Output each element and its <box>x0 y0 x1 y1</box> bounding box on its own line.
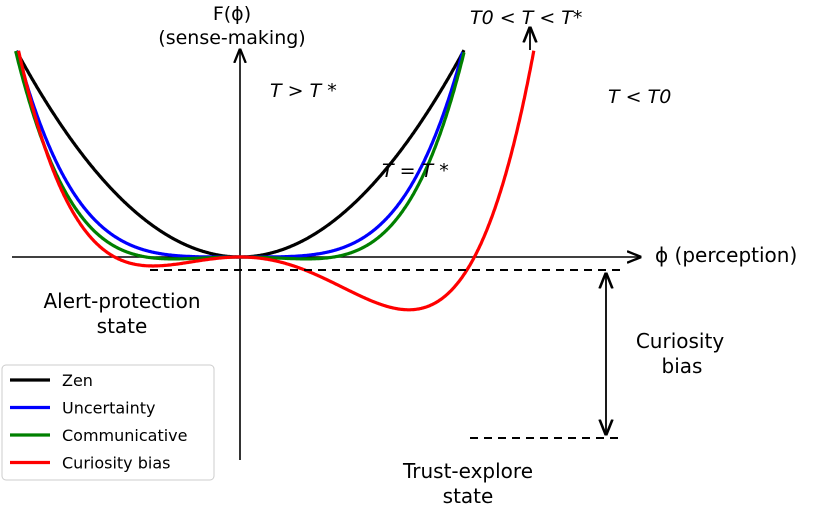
curiosity-bias-label-line1: Curiosity <box>636 329 724 353</box>
y-axis-label-line2: (sense-making) <box>158 27 305 49</box>
curiosity-bias-label-line2: bias <box>662 354 703 378</box>
legend-label-communicative: Communicative <box>62 426 188 445</box>
label-t-gt-tstar: T > T * <box>270 80 337 102</box>
legend-label-curiosity-bias: Curiosity bias <box>62 454 170 473</box>
legend-label-zen: Zen <box>62 371 93 390</box>
trust-state-label-line2: state <box>443 484 494 508</box>
trust-state-label-line1: Trust-explore <box>402 459 533 483</box>
x-axis-label: ϕ (perception) <box>655 243 797 267</box>
label-t0-lt-t-lt-tstar: T0 < T < T* <box>470 7 582 29</box>
legend-box <box>1 364 215 481</box>
alert-state-label-line1: Alert-protection <box>44 289 201 313</box>
legend-label-uncertainty: Uncertainty <box>62 399 155 418</box>
label-t-lt-t0: T < T0 <box>608 86 671 108</box>
series-line-curiosity-bias <box>16 50 536 312</box>
y-axis-label-line1: F(ϕ) <box>213 3 251 25</box>
alert-state-label-line2: state <box>97 314 148 338</box>
series-group <box>14 49 536 312</box>
label-t-eq-tstar: T = T * <box>382 160 449 182</box>
